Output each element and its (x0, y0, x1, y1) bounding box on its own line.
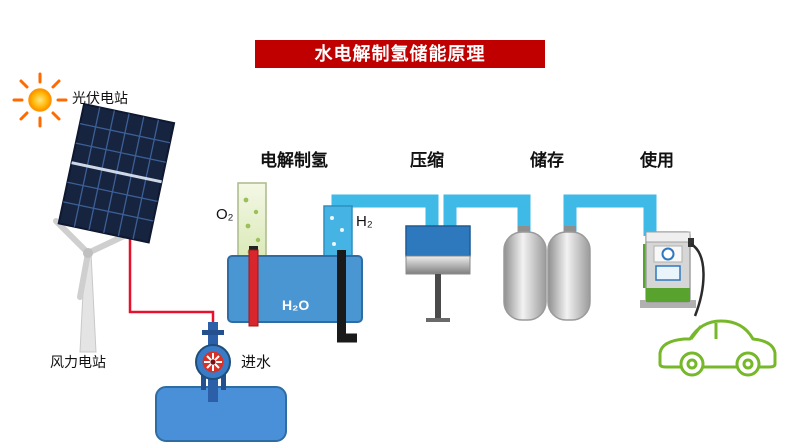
water-basin (155, 386, 287, 442)
pv-station-label: 光伏电站 (72, 90, 128, 106)
compressor (405, 225, 471, 322)
water-inlet-label: 进水 (241, 354, 272, 371)
o2-label: O₂ (216, 206, 234, 223)
water-pump (195, 322, 231, 402)
solar-panel-icon (57, 102, 176, 244)
hydrogen-dispenser (640, 231, 705, 317)
stage-use-label: 使用 (640, 151, 674, 170)
car-icon (658, 319, 777, 377)
storage-tank-2 (547, 226, 591, 321)
stage-electrolysis-label: 电解制氢 (260, 151, 328, 170)
storage-tank-1 (503, 226, 547, 321)
fuel-hose (690, 242, 705, 317)
wind-station-label: 风力电站 (50, 354, 106, 370)
stage-storage-label: 储存 (530, 151, 564, 170)
electrolyzer-tank (227, 255, 363, 323)
sun-icon (12, 72, 68, 128)
hydrogen-pipes (331, 194, 657, 236)
h2-label: H₂ (356, 213, 373, 230)
anode-electrode (248, 246, 259, 327)
stage-compression-label: 压缩 (410, 151, 444, 170)
wind-turbine-icon (53, 218, 127, 353)
cathode-electrode (337, 250, 357, 343)
h2o-label: H₂O (282, 297, 310, 313)
title-banner: 水电解制氢储能原理 (255, 40, 545, 68)
